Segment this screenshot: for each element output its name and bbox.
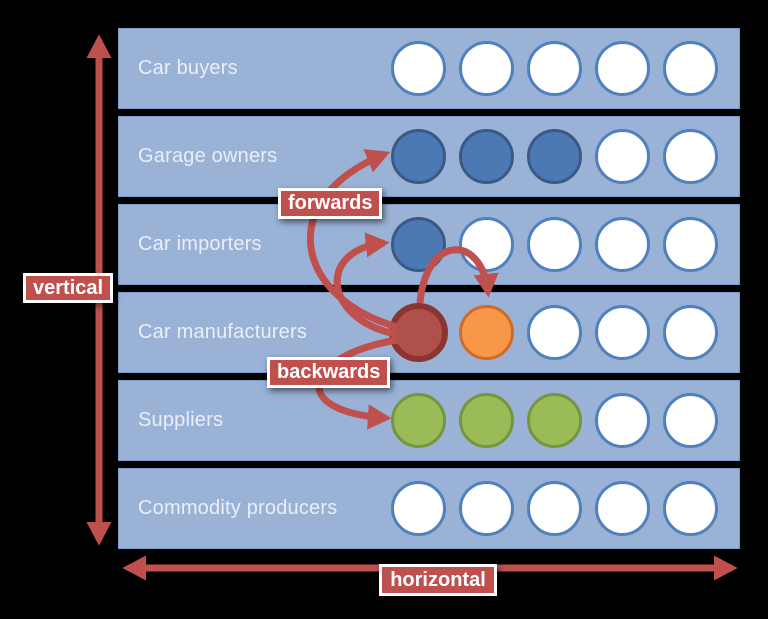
circle-row (391, 469, 718, 548)
circle-row (389, 293, 718, 372)
row-label: Commodity producers (138, 497, 338, 519)
white-circle (663, 305, 718, 360)
row-commodity-producers: Commodity producers (118, 468, 740, 549)
forwards-tag: forwards (278, 188, 383, 219)
row-car-buyers: Car buyers (118, 28, 740, 109)
green-circle (527, 393, 582, 448)
green-circle (459, 393, 514, 448)
white-circle (595, 129, 650, 184)
white-circle (663, 217, 718, 272)
row-label: Garage owners (138, 145, 278, 167)
row-label: Car manufacturers (138, 321, 308, 343)
white-circle (527, 41, 582, 96)
white-circle (459, 217, 514, 272)
green-circle (391, 393, 446, 448)
white-circle (663, 481, 718, 536)
white-circle (459, 481, 514, 536)
backwards-tag: backwards (267, 357, 391, 388)
row-car-importers: Car importers (118, 204, 740, 285)
horizontal-axis-tag: horizontal (379, 564, 497, 596)
row-label: Suppliers (138, 409, 224, 431)
white-circle (391, 41, 446, 96)
white-circle (527, 481, 582, 536)
blue-circle (527, 129, 582, 184)
row-garage-owners: Garage owners (118, 116, 740, 197)
white-circle (391, 481, 446, 536)
white-circle (527, 305, 582, 360)
circle-row (391, 381, 718, 460)
white-circle (663, 129, 718, 184)
blue-circle (391, 217, 446, 272)
row-label: Car buyers (138, 57, 238, 79)
white-circle (459, 41, 514, 96)
orange-circle (459, 305, 514, 360)
blue-circle (459, 129, 514, 184)
white-circle (595, 481, 650, 536)
white-circle (595, 393, 650, 448)
white-circle (595, 41, 650, 96)
red-circle (389, 303, 448, 362)
row-label: Car importers (138, 233, 262, 255)
white-circle (663, 41, 718, 96)
white-circle (595, 217, 650, 272)
white-circle (527, 217, 582, 272)
white-circle (595, 305, 650, 360)
vertical-axis-tag: vertical (23, 273, 114, 303)
blue-circle (391, 129, 446, 184)
circle-row (391, 117, 718, 196)
circle-row (391, 29, 718, 108)
white-circle (663, 393, 718, 448)
row-car-manufacturers: Car manufacturers (118, 292, 740, 373)
row-suppliers: Suppliers (118, 380, 740, 461)
circle-row (391, 205, 718, 284)
